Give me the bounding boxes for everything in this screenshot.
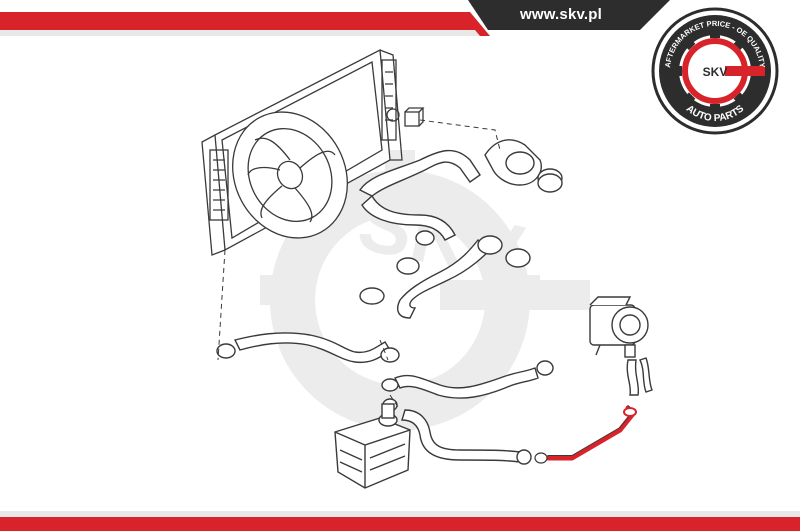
badge-center-text: SKV xyxy=(703,65,728,79)
header-light-stripe xyxy=(0,30,480,36)
footer-red-stripe xyxy=(0,517,800,531)
header-band xyxy=(0,0,670,36)
throttle-body-icon xyxy=(589,296,653,396)
heater-hose-icon xyxy=(381,360,554,399)
footer-band xyxy=(0,511,800,531)
expansion-tank-icon xyxy=(334,403,411,489)
lower-radiator-hose-icon xyxy=(359,235,531,319)
leader-lines xyxy=(217,119,501,411)
header-dark-band xyxy=(468,0,670,30)
site-url[interactable]: www.skv.pl xyxy=(520,6,603,23)
gear-wrench-badge-icon: AFTERMARKET PRICE - OE QUALITY SKV AUTO … xyxy=(651,7,779,135)
highlighted-coolant-pipe[interactable] xyxy=(534,405,637,464)
radiator-assembly-icon xyxy=(201,48,425,256)
footer-light-stripe xyxy=(0,511,800,517)
return-line-icon xyxy=(216,332,400,364)
upper-radiator-hose-icon xyxy=(358,139,563,246)
